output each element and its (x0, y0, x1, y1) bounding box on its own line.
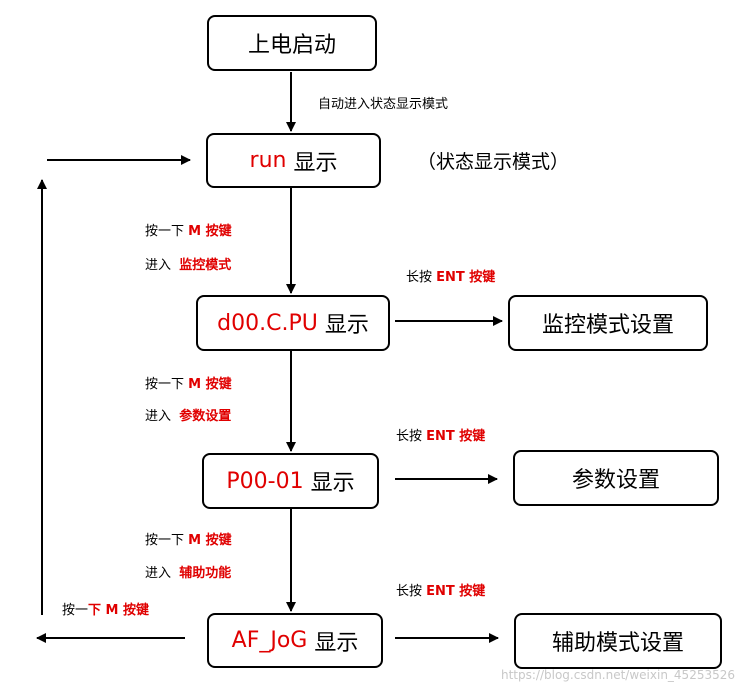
edge1-enter-label: 进入 监控模式 (145, 258, 232, 273)
monitor-setting-label: 监控模式设置 (541, 313, 674, 338)
run-box: run 显示 (206, 133, 381, 188)
run-code: run (249, 148, 287, 173)
edge2-press-label: 按一下 M 按键 (145, 377, 232, 392)
long-press-label-1: 长按 ENT 按键 (406, 270, 496, 285)
edge1-press-label: 按一下 M 按键 (145, 224, 232, 239)
param-setting-box: 参数设置 (513, 450, 719, 506)
afjog-code: AF_JoG (231, 628, 308, 653)
aux-setting-box: 辅助模式设置 (514, 613, 722, 669)
edge3-enter-label: 进入 辅助功能 (145, 566, 232, 581)
p00-code: P00-01 (226, 468, 304, 494)
long-press-label-3: 长按 ENT 按键 (396, 584, 486, 599)
edge3-press-label: 按一下 M 按键 (145, 533, 232, 548)
status-mode-note: （状态显示模式） (417, 151, 570, 173)
d00-code: d00.C.PU (217, 310, 318, 336)
edge2-enter-label: 进入 参数设置 (145, 409, 232, 424)
power-on-box: 上电启动 (207, 15, 377, 71)
aux-setting-label: 辅助模式设置 (551, 631, 684, 656)
long-press-label-2: 长按 ENT 按键 (396, 429, 486, 444)
p00-display-label: 显示 (303, 471, 355, 496)
run-display-label: 显示 (286, 150, 338, 176)
auto-enter-note: 自动进入状态显示模式 (318, 97, 449, 112)
monitor-setting-box: 监控模式设置 (508, 295, 708, 351)
d00-box: d00.C.PU 显示 (196, 295, 390, 351)
afjog-display-label: 显示 (307, 630, 359, 656)
p00-box: P00-01 显示 (202, 453, 379, 509)
d00-display-label: 显示 (317, 313, 369, 338)
param-setting-label: 参数设置 (571, 468, 660, 493)
power-on-label: 上电启动 (247, 33, 336, 58)
watermark: https://blog.csdn.net/weixin_45253526 (500, 668, 735, 682)
afjog-box: AF_JoG 显示 (207, 613, 383, 668)
back-press-label: 按一下 M 按键 (62, 603, 150, 618)
